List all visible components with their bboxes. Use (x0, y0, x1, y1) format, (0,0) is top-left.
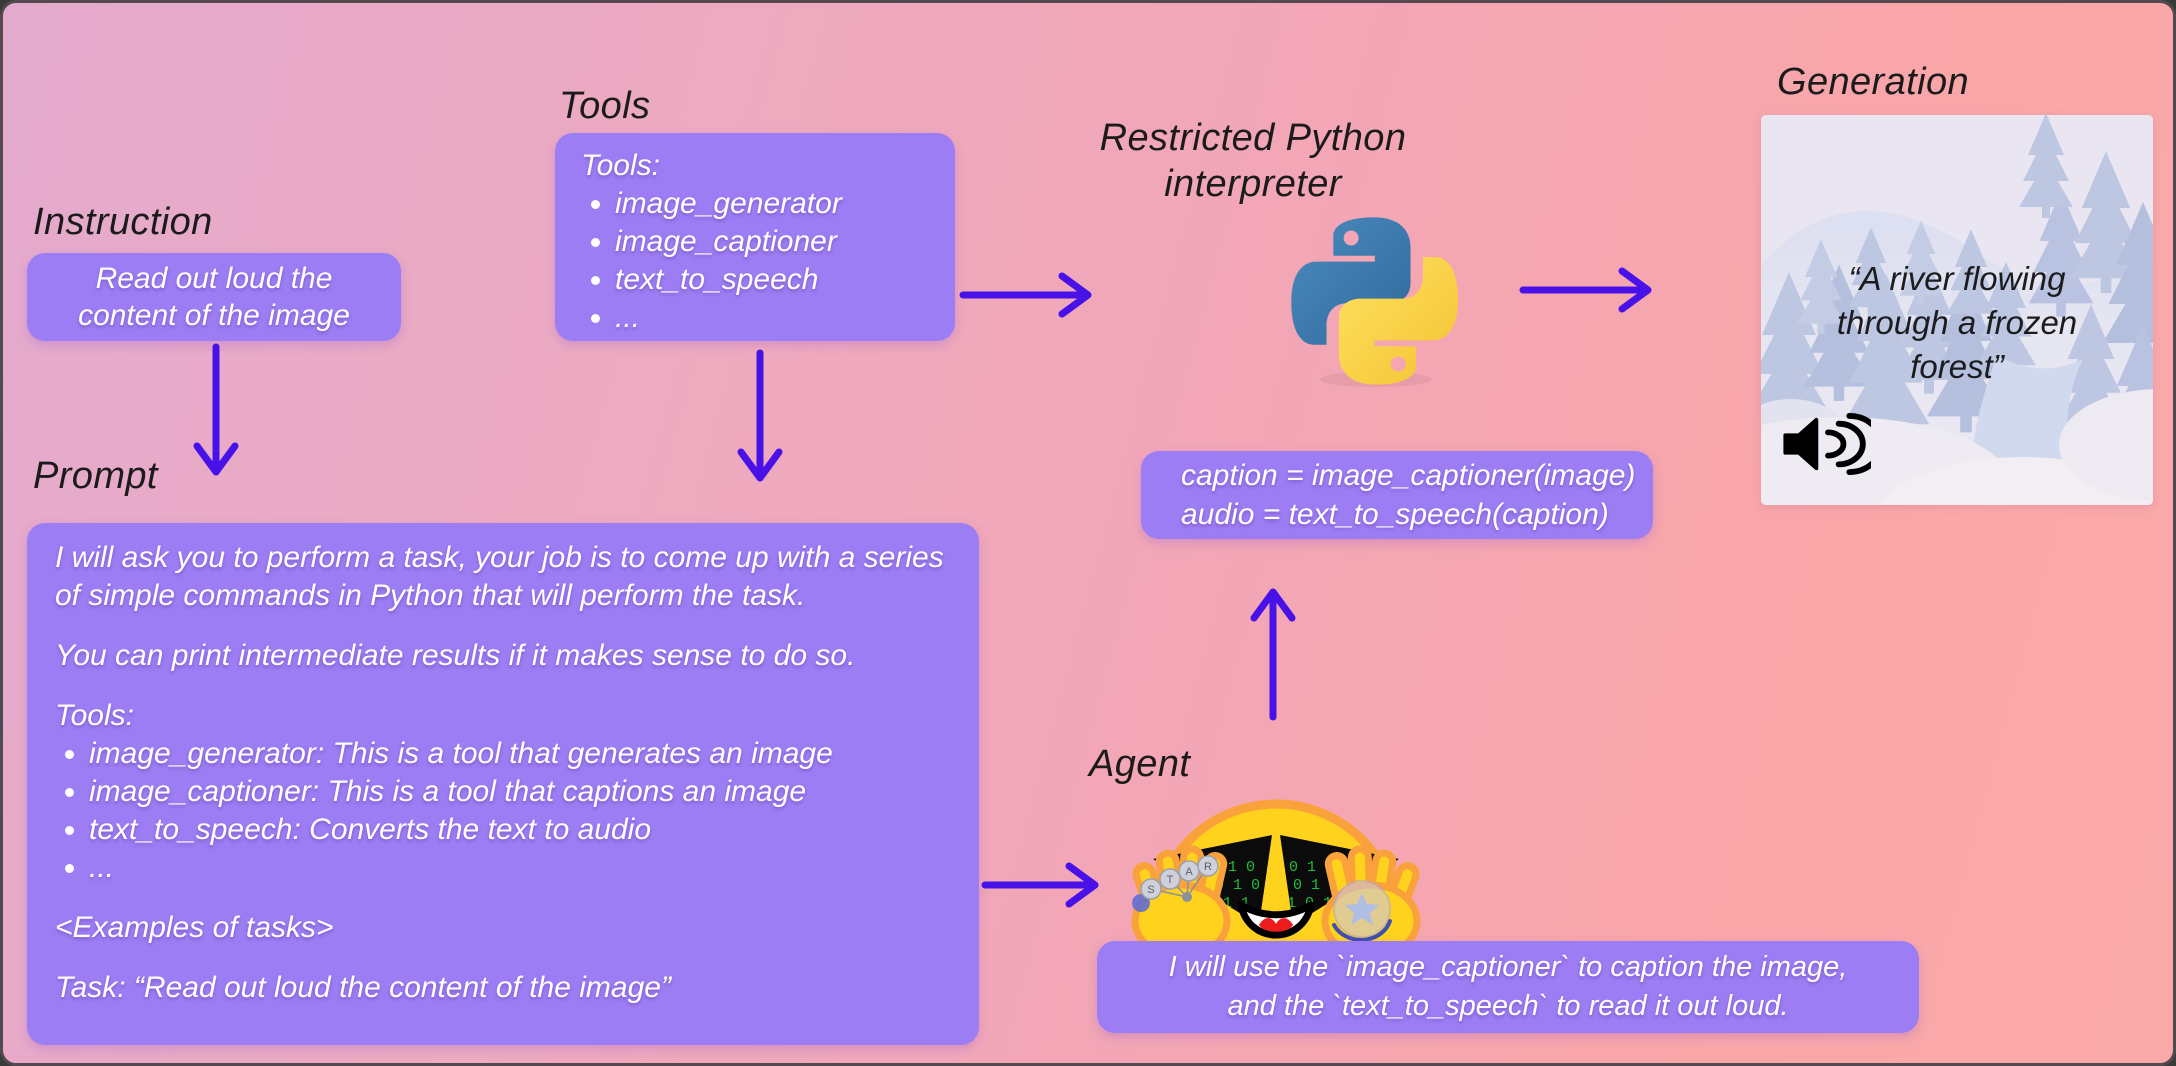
prompt-tool-item: ... (89, 849, 951, 887)
agent-emoji: 10 0 1 1 0 0 1 1 0 1 0 1 0 0 1 1 0 1 1 1… (1131, 799, 1421, 941)
generation-image: “A river flowing through a frozen forest… (1761, 115, 2153, 505)
arrow-tools-to-prompt (737, 349, 783, 482)
instruction-heading: Instruction (33, 201, 213, 243)
arrow-instruction-to-prompt (193, 343, 239, 476)
prompt-tools-list: image_generator: This is a tool that gen… (55, 735, 951, 887)
instruction-box: Read out loud the content of the image (27, 253, 401, 341)
agent-crystal-ball (1332, 880, 1392, 941)
instruction-box-text: Read out loud the content of the image (78, 262, 350, 332)
generation-caption: “A river flowing through a frozen forest… (1836, 260, 2078, 385)
tools-heading: Tools (559, 85, 651, 127)
tools-box: Tools: image_generator image_captioner t… (555, 133, 955, 341)
agent-heading: Agent (1089, 743, 1191, 785)
prompt-tool-item: text_to_speech: Converts the text to aud… (89, 811, 951, 849)
arrow-prompt-to-agent (981, 862, 1099, 908)
prompt-box: I will ask you to perform a task, your j… (27, 523, 979, 1045)
prompt-tools-title: Tools: (55, 699, 134, 732)
arrow-interpreter-to-generation (1519, 267, 1652, 313)
speaker-icon (1783, 413, 1871, 475)
prompt-tool-item: image_generator: This is a tool that gen… (89, 735, 951, 773)
prompt-examples: <Examples of tasks> (55, 911, 334, 944)
speech-line1: I will use the `image_captioner` to capt… (1168, 951, 1848, 983)
generation-heading: Generation (1777, 61, 1970, 103)
prompt-tool-item: image_captioner: This is a tool that cap… (89, 773, 951, 811)
code-box: caption = image_captioner(image) audio =… (1141, 451, 1653, 539)
tools-list-item: ... (615, 299, 929, 337)
agent-left-hand (1131, 845, 1231, 941)
prompt-para2: You can print intermediate results if it… (55, 639, 856, 672)
arrow-agent-to-code (1250, 588, 1296, 721)
python-logo (1291, 217, 1459, 387)
speech-line2: and the `text_to_speech` to read it out … (1227, 990, 1789, 1022)
agent-speech-bubble: I will use the `image_captioner` to capt… (1097, 941, 1919, 1033)
prompt-heading: Prompt (33, 455, 158, 497)
tools-box-title: Tools: (581, 149, 660, 182)
code-line1: caption = image_captioner(image) (1181, 459, 1636, 492)
prompt-task: Task: “Read out loud the content of the … (55, 971, 671, 1004)
frozen-forest-scene (1761, 115, 2153, 505)
agent-mouth (1237, 901, 1315, 939)
code-line2: audio = text_to_speech(caption) (1181, 498, 1609, 531)
tools-list-item: image_captioner (615, 223, 929, 261)
keycap-letter: R (1204, 861, 1212, 873)
tools-list: image_generator image_captioner text_to_… (581, 185, 929, 337)
keycap-letter: T (1167, 874, 1174, 886)
arrow-tools-to-interpreter (959, 272, 1092, 318)
interpreter-heading: Restricted Python interpreter (1043, 115, 1463, 208)
prompt-para1: I will ask you to perform a task, your j… (55, 541, 944, 612)
keycap-letter: S (1147, 884, 1154, 896)
agent-keyboard-keys: S T A R (1132, 855, 1219, 912)
tools-list-item: text_to_speech (615, 261, 929, 299)
interpreter-heading-line2: interpreter (1164, 163, 1342, 206)
tools-list-item: image_generator (615, 185, 929, 223)
keycap-letter: A (1185, 866, 1193, 878)
interpreter-heading-line1: Restricted Python (1099, 117, 1407, 159)
